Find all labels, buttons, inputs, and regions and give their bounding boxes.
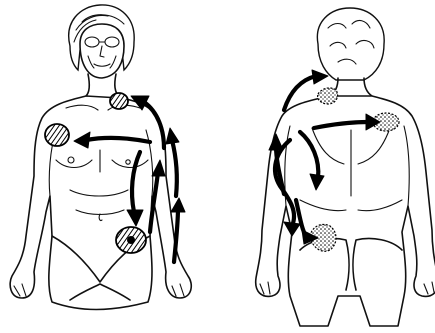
arrow-forearm-up (172, 140, 177, 196)
front-face (80, 24, 124, 78)
back-torso (256, 96, 435, 326)
pain-area-upper-back-neck (318, 88, 338, 104)
human-body-back-icon (256, 8, 435, 326)
pain-area-left-hip (116, 227, 146, 253)
pain-area-right-chest (45, 124, 69, 146)
back-hair (317, 8, 384, 80)
pain-area-left-shoulder-front (110, 93, 128, 109)
human-body-front-icon (10, 5, 191, 310)
front-torso (10, 96, 191, 310)
